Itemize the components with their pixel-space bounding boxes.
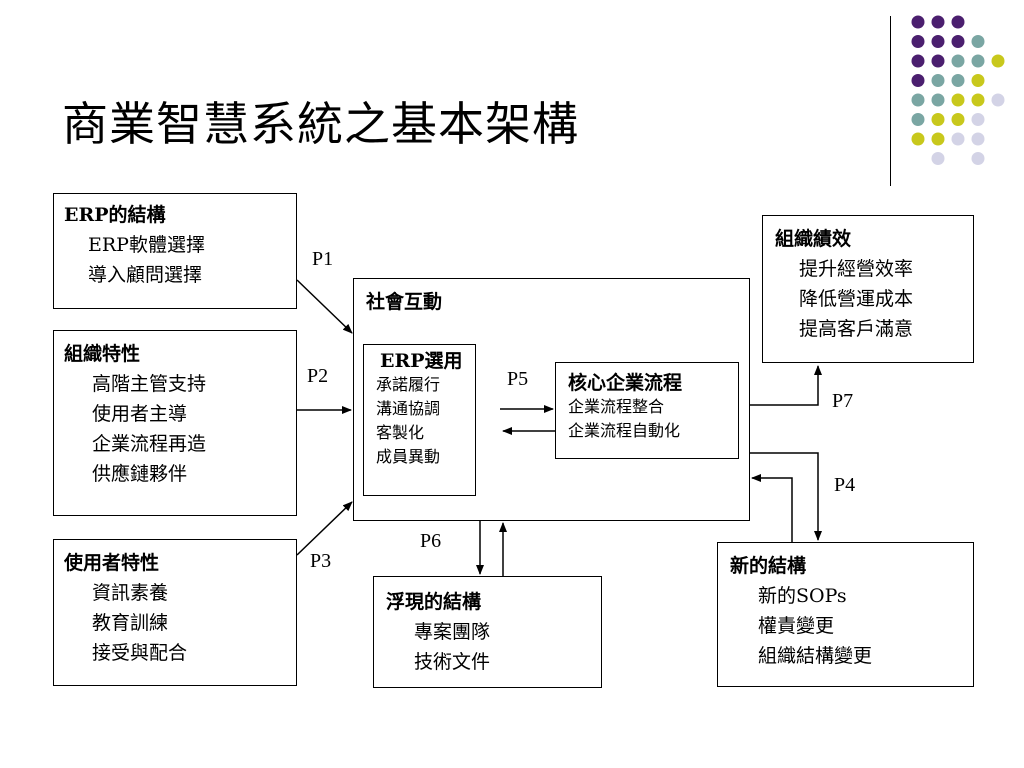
decorative-dot [931, 74, 945, 87]
arrow-p1 [296, 279, 353, 334]
list-item: 高階主管支持 [92, 373, 207, 395]
decorative-dot [911, 35, 925, 48]
decorative-dot [911, 132, 925, 146]
decorative-dot [931, 93, 945, 107]
decorative-dot [931, 132, 945, 146]
list-item: 教育訓練 [92, 612, 169, 634]
list-item: 權責變更 [758, 615, 835, 637]
decorative-dot [951, 93, 965, 107]
arrow-p4-up [751, 474, 793, 542]
list-item: 企業流程再造 [92, 433, 207, 455]
decorative-dot [951, 132, 965, 146]
decorative-dot [991, 93, 1005, 107]
list-item: 接受與配合 [92, 642, 188, 664]
box-core-process: 核心企業流程 企業流程整合 企業流程自動化 [555, 362, 739, 459]
box-title: 浮現的結構 [386, 591, 482, 613]
box-erp-structure: ERP的結構 ERP軟體選擇 導入顧問選擇 [53, 193, 297, 309]
box-title: ERP選用 [380, 350, 463, 372]
decorative-dot [931, 113, 945, 126]
decorative-dot [931, 15, 945, 29]
list-item: 客製化 [376, 423, 425, 442]
list-item: 導入顧問選擇 [88, 264, 203, 286]
path-label-p5: P5 [507, 368, 529, 390]
list-item: 資訊素養 [92, 582, 169, 604]
decorative-dot [991, 54, 1005, 68]
box-title: 新的結構 [730, 555, 807, 577]
box-new-structure: 新的結構 新的SOPs 權責變更 組織結構變更 [717, 542, 974, 687]
path-label-p3: P3 [310, 550, 332, 572]
list-item: 技術文件 [414, 651, 491, 673]
decorative-dot [971, 152, 985, 165]
arrow-p7 [750, 365, 822, 406]
list-item: 提高客戶滿意 [799, 318, 914, 340]
decorative-dot [951, 15, 965, 29]
decorative-dot [971, 132, 985, 146]
path-label-p1: P1 [312, 248, 334, 270]
decorative-dot [911, 93, 925, 107]
page-title: 商業智慧系統之基本架構 [62, 97, 579, 151]
decorative-dot [951, 54, 965, 68]
box-title: 組織特性 [64, 343, 141, 365]
decorative-dot [911, 15, 925, 29]
decorative-dot [911, 74, 925, 87]
decorative-dot [971, 93, 985, 107]
list-item: ERP軟體選擇 [88, 234, 205, 256]
list-item: 企業流程自動化 [568, 421, 681, 440]
decorative-dot [971, 54, 985, 68]
list-item: 組織結構變更 [758, 645, 873, 667]
decorative-dot [971, 35, 985, 48]
decorative-dot [951, 113, 965, 126]
decorative-dot [911, 113, 925, 126]
box-title: ERP的結構 [64, 204, 166, 226]
decorative-dot [931, 35, 945, 48]
box-title: 核心企業流程 [568, 372, 683, 394]
box-erp-choice: ERP選用 承諾履行 溝通協調 客製化 成員異動 [363, 344, 476, 496]
list-item: 使用者主導 [92, 403, 188, 425]
box-org-performance: 組織績效 提升經營效率 降低營運成本 提高客戶滿意 [762, 215, 974, 363]
path-label-p2: P2 [307, 365, 329, 387]
list-item: 新的SOPs [758, 585, 847, 607]
decorative-divider [890, 16, 891, 186]
list-item: 專案團隊 [414, 621, 491, 643]
decorative-dot [931, 152, 945, 165]
decorative-dot [911, 54, 925, 68]
decorative-dots [911, 15, 1005, 165]
box-emergent-structure: 浮現的結構 專案團隊 技術文件 [373, 576, 602, 688]
box-user-traits: 使用者特性 資訊素養 教育訓練 接受與配合 [53, 539, 297, 686]
box-title: 組織績效 [775, 228, 852, 250]
list-item: 承諾履行 [376, 375, 441, 394]
box-org-traits: 組織特性 高階主管支持 使用者主導 企業流程再造 供應鏈夥伴 [53, 330, 297, 516]
list-item: 溝通協調 [376, 399, 441, 418]
list-item: 提升經營效率 [799, 258, 914, 280]
path-label-p4: P4 [834, 474, 856, 496]
box-title: 社會互動 [366, 291, 443, 313]
decorative-dot [971, 74, 985, 87]
decorative-dot [971, 113, 985, 126]
arrow-p4-down [750, 452, 822, 541]
list-item: 供應鏈夥伴 [92, 463, 188, 485]
decorative-dot [951, 35, 965, 48]
box-title: 使用者特性 [64, 552, 160, 574]
list-item: 成員異動 [376, 447, 441, 466]
list-item: 降低營運成本 [799, 288, 914, 310]
path-label-p7: P7 [832, 390, 854, 412]
path-label-p6: P6 [420, 530, 442, 552]
arrow-p3 [296, 501, 353, 556]
decorative-dot [951, 74, 965, 87]
list-item: 企業流程整合 [568, 397, 665, 416]
decorative-dot [931, 54, 945, 68]
